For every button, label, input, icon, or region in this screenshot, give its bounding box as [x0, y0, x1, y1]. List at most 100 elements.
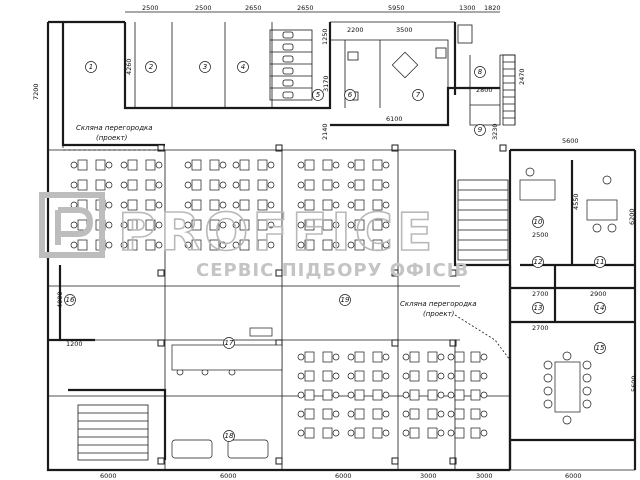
chair [297, 201, 305, 209]
desk [77, 159, 88, 171]
desk [209, 159, 220, 171]
desk [304, 179, 315, 191]
chair [267, 201, 275, 209]
chair [120, 201, 128, 209]
conference-chair [582, 386, 592, 396]
chair [402, 353, 410, 361]
desk [304, 427, 315, 439]
chair [332, 353, 340, 361]
conference-chair [582, 399, 592, 409]
chair [437, 391, 445, 399]
chair [219, 221, 227, 229]
desk [322, 389, 333, 401]
desk [239, 159, 250, 171]
chair [297, 372, 305, 380]
desk [354, 239, 365, 251]
room-number-16: 16 [64, 294, 76, 306]
structural-columns [157, 144, 507, 465]
room-number-9: 9 [474, 124, 486, 136]
glass-partition-label-2: Скляна перегородка [400, 300, 477, 308]
desk [145, 219, 156, 231]
desk [304, 159, 315, 171]
chair [105, 201, 113, 209]
svg-text:10: 10 [534, 218, 543, 226]
desk [372, 179, 383, 191]
desk [304, 199, 315, 211]
chair [402, 372, 410, 380]
room-number-7: 7 [412, 89, 424, 101]
desk [354, 159, 365, 171]
desk [304, 389, 315, 401]
desk [409, 389, 420, 401]
desk [145, 199, 156, 211]
chair [347, 221, 355, 229]
desk [191, 239, 202, 251]
room-number-18: 18 [223, 430, 235, 442]
dim-top-3: 2650 [245, 4, 262, 12]
desk [409, 370, 420, 382]
chair [105, 161, 113, 169]
chair [297, 221, 305, 229]
svg-text:11: 11 [596, 258, 605, 266]
reception-desk [171, 327, 283, 371]
chair [70, 221, 78, 229]
desk [454, 370, 465, 382]
desk [372, 199, 383, 211]
desk [454, 427, 465, 439]
chair [267, 181, 275, 189]
dimensions-misc: 7200 4260 1250 3170 2140 3230 2800 2470 … [32, 28, 638, 392]
desk [257, 239, 268, 251]
svg-text:3: 3 [203, 63, 207, 71]
desk [454, 389, 465, 401]
chair [332, 221, 340, 229]
toilet-fixtures [269, 24, 473, 101]
desk [372, 159, 383, 171]
chair [382, 410, 390, 418]
room-number-13: 13 [532, 302, 544, 314]
room-number-19: 19 [339, 294, 351, 306]
desk [454, 408, 465, 420]
desk [322, 179, 333, 191]
chair [347, 372, 355, 380]
desk [470, 427, 481, 439]
chair [297, 181, 305, 189]
chair [347, 181, 355, 189]
desk [354, 199, 365, 211]
proffice-watermark: PROFFICE СЕРВІС ПІДБОРУ ОФІСІВ [39, 192, 468, 281]
room-number-10: 10 [532, 216, 544, 228]
dim-top-2: 2500 [195, 4, 212, 12]
svg-text:6: 6 [348, 91, 353, 99]
desk [304, 351, 315, 363]
chair [347, 161, 355, 169]
chair [437, 429, 445, 437]
dim-top-inner-2: 3500 [396, 26, 413, 34]
chair [155, 161, 163, 169]
desk [354, 219, 365, 231]
svg-text:7: 7 [416, 91, 421, 99]
desk [354, 179, 365, 191]
desk [372, 389, 383, 401]
svg-text:17: 17 [225, 339, 234, 347]
svg-text:1: 1 [89, 63, 93, 71]
svg-text:18: 18 [225, 432, 234, 440]
desk [209, 239, 220, 251]
svg-text:3170: 3170 [322, 75, 330, 92]
glass-partition-note-1: (проект) [96, 134, 128, 142]
top-partitions [134, 21, 516, 126]
desk [372, 408, 383, 420]
svg-text:2470: 2470 [518, 68, 526, 85]
dim-top-inner-1: 2200 [347, 26, 364, 34]
desk [372, 351, 383, 363]
svg-text:3230: 3230 [491, 123, 499, 140]
room-number-17: 17 [223, 337, 235, 349]
dim-bottom-1: 6000 [100, 472, 117, 480]
chair [297, 429, 305, 437]
chair [382, 429, 390, 437]
desk [322, 159, 333, 171]
conference-chair [543, 373, 553, 383]
svg-text:2800: 2800 [476, 86, 493, 94]
dim-top-5: 5950 [388, 4, 405, 12]
dim-top-4: 2650 [297, 4, 314, 12]
watermark-brand: PROFFICE [118, 203, 436, 263]
chair [347, 201, 355, 209]
